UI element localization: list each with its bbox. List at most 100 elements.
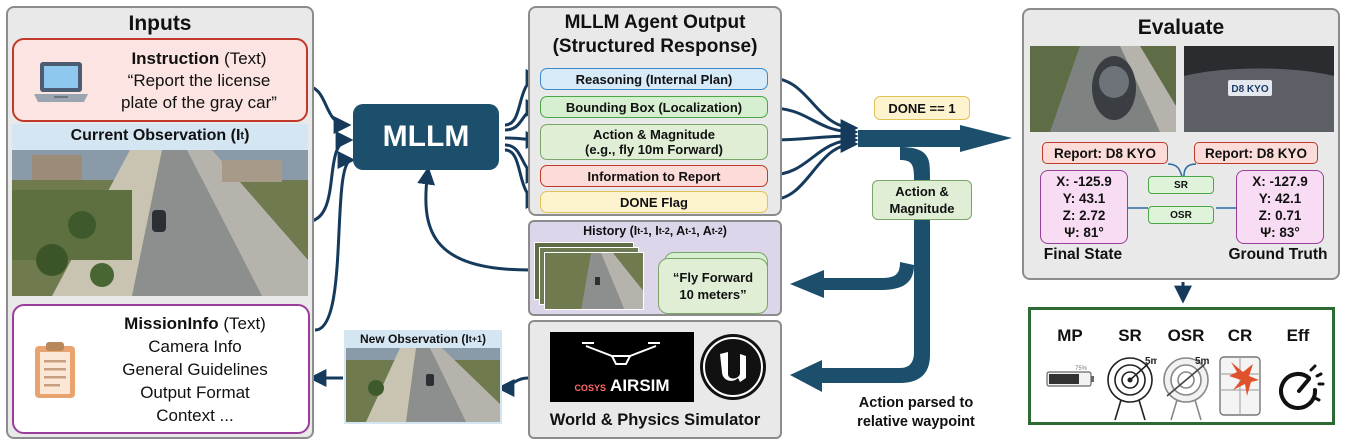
current-observation-image [12, 150, 308, 296]
instruction-heading: Instruction (Text) [131, 48, 266, 70]
agent-output-title: MLLM Agent Output [564, 12, 746, 33]
done-flag-label: DONE Flag [620, 194, 688, 210]
inputs-title: Inputs [128, 12, 192, 35]
sr-badge-text: SR [1174, 179, 1188, 191]
evaluate-title: Evaluate [1137, 16, 1225, 39]
reasoning-label: Reasoning (Internal Plan) [575, 71, 733, 87]
action-magnitude-label: Action & Magnitude [592, 127, 716, 142]
mission-text-block: MissionInfo (Text) Camera Info General G… [84, 312, 306, 427]
info-report-item: Information to Report [540, 165, 768, 187]
mission-item: Output Format [140, 383, 250, 402]
history-sub: t-2 [711, 226, 723, 236]
gt-z: Z: 0.71 [1258, 208, 1302, 223]
final-x: X: -125.9 [1056, 174, 1112, 189]
action-magnitude-tag: Action & Magnitude [872, 180, 972, 220]
history-label-a: History (I [583, 224, 638, 238]
new-observation-label-text: New Observation (I [360, 332, 469, 346]
drone-icon [582, 342, 660, 365]
metric-label-cr: CR [1227, 326, 1253, 345]
action-parsed-line2: relative waypoint [857, 414, 975, 430]
quote-bubble: “Fly Forward 10 meters” [658, 258, 768, 314]
action-parsed-note: Action parsed to relative waypoint [836, 394, 996, 432]
instruction-label: Instruction [131, 49, 220, 68]
instruction-box: Instruction (Text) “Report the license p… [12, 38, 308, 122]
final-state-image [1030, 46, 1176, 132]
history-sep: , A [696, 224, 712, 238]
osr-badge: OSR [1148, 206, 1214, 224]
stopwatch-icon [1279, 364, 1325, 410]
mission-label: MissionInfo [124, 314, 219, 333]
mission-item: Camera Info [148, 337, 242, 356]
final-state-scene [1030, 46, 1176, 132]
instruction-kind: (Text) [224, 49, 267, 68]
history-sep: ) [722, 224, 727, 238]
aerial-road-scene [12, 150, 308, 296]
sr-radius: 5m [1145, 356, 1157, 367]
airsim-logo: COSYS AIRSIM [550, 332, 694, 402]
action-magnitude-example: (e.g., fly 10m Forward) [585, 142, 723, 157]
current-observation-subscript: t [240, 130, 245, 142]
final-state-coords: X: -125.9 Y: 43.1 Z: 2.72 Ψ: 81° [1040, 170, 1128, 244]
report-right-text: Report: D8 KYO [1204, 145, 1307, 161]
mission-kind: (Text) [223, 314, 266, 333]
action-tag-line2: Magnitude [889, 201, 955, 216]
final-state-label: Final State [1043, 246, 1123, 263]
ground-truth-image: D8 KYO [1184, 46, 1334, 132]
history-frame-front [544, 252, 644, 310]
mllm-label: MLLM [382, 120, 470, 153]
metric-label-mp: MP [1057, 326, 1083, 345]
current-observation-close-paren: ) [244, 127, 250, 144]
history-sub: t-2 [658, 226, 670, 236]
new-observation-scene [346, 348, 500, 422]
report-left: Report: D8 KYO [1042, 142, 1168, 164]
final-psi: Ψ: 81° [1064, 225, 1104, 240]
mp-value: 75% [1075, 366, 1088, 372]
final-y: Y: 43.1 [1062, 191, 1106, 206]
new-observation-close-paren: ) [481, 332, 486, 346]
mission-info-box: MissionInfo (Text) Camera Info General G… [12, 304, 310, 434]
oracle-target-icon: 5m [1163, 356, 1210, 421]
history-sub: t-1 [637, 226, 649, 236]
quote-line2: 10 meters” [679, 287, 747, 302]
ground-truth-scene: D8 KYO [1184, 46, 1334, 132]
current-observation-label-text: Current Observation (I [70, 127, 241, 144]
new-observation-subscript: t+1 [468, 334, 482, 344]
history-sub: t-1 [685, 226, 697, 236]
metric-label-sr: SR [1118, 326, 1142, 345]
mission-item: Context ... [156, 406, 234, 425]
osr-radius: 5m [1195, 356, 1210, 367]
laptop-icon [34, 62, 88, 102]
report-right: Report: D8 KYO [1194, 142, 1318, 164]
done-label: DONE == 1 [874, 96, 970, 120]
airsim-logo-main: AIRSIM [610, 376, 670, 395]
metric-label-osr: OSR [1167, 326, 1205, 345]
agent-output-subtitle: (Structured Response) [552, 36, 758, 57]
ground-truth-coords: X: -127.9 Y: 42.1 Z: 0.71 Ψ: 83° [1236, 170, 1324, 244]
new-observation-image [346, 348, 500, 422]
collision-icon [1219, 356, 1261, 416]
history-sep: , I [648, 224, 659, 238]
osr-badge-text: OSR [1170, 209, 1192, 221]
progress-bar-icon: 75% [1046, 366, 1094, 387]
target-icon: 5m [1107, 356, 1157, 421]
bounding-box-item: Bounding Box (Localization) [540, 96, 768, 118]
history-frame-scene [545, 253, 643, 309]
clipboard-icon [35, 342, 75, 398]
info-report-label: Information to Report [587, 168, 721, 184]
license-plate-text: D8 KYO [1231, 84, 1268, 95]
airsim-logo-text: COSYS AIRSIM [550, 376, 694, 396]
mission-item: General Guidelines [122, 360, 268, 379]
action-parsed-line1: Action parsed to [858, 395, 974, 411]
sr-badge: SR [1148, 176, 1214, 194]
instruction-text-line1: “Report the license [127, 71, 271, 90]
metric-label-eff: Eff [1286, 326, 1310, 345]
gt-x: X: -127.9 [1252, 174, 1308, 189]
simulator-label: World & Physics Simulator [549, 411, 761, 429]
gt-psi: Ψ: 83° [1260, 225, 1300, 240]
mllm-box: MLLM [353, 104, 499, 170]
history-sep: , A [669, 224, 686, 238]
report-left-text: Report: D8 KYO [1053, 145, 1156, 161]
